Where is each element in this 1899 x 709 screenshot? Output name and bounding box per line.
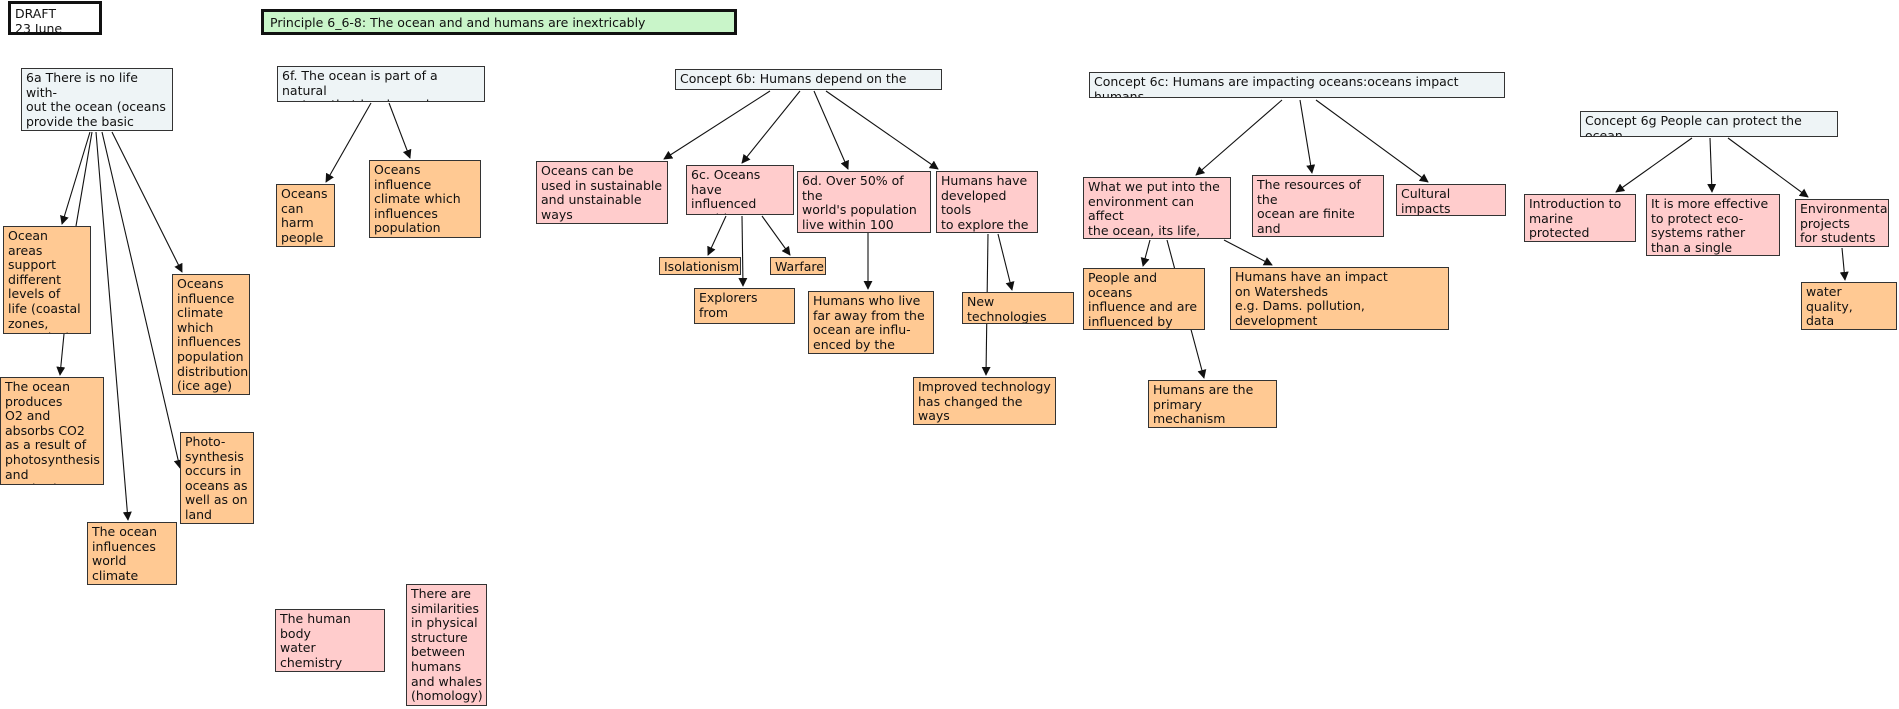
sustainable-use-node: Oceans can be used in sustainable and un… [536, 161, 668, 224]
edge-6g-projects [1727, 137, 1809, 198]
warfare-node: Warfare [770, 257, 826, 275]
concept-6c-node: Concept 6c: Humans are impacting oceans:… [1089, 72, 1505, 98]
ecosystems-node: It is more effective to protect eco- sys… [1646, 194, 1780, 256]
world-climate-node: The ocean influences world climate patte… [87, 522, 177, 585]
edge-ocean-areas-o2 [56, 333, 66, 376]
edge-6a-world-climate [95, 131, 132, 521]
edge-6f-harm [325, 102, 372, 183]
edge-6f-climate-pop [388, 102, 412, 159]
edge-tools-rovs [997, 233, 1015, 291]
edge-6b-tools [825, 90, 939, 170]
edge-6a-climate-ice [111, 131, 183, 273]
tools-node: Humans have developed tools to explore t… [936, 171, 1038, 233]
edge-projects-water [1839, 247, 1849, 281]
edge-history-isolationism [707, 215, 727, 256]
ocean-areas-node: Ocean areas support different levels of … [3, 226, 91, 334]
resources-node: The resources of the ocean are finite an… [1252, 175, 1384, 237]
edge-put-into-watersheds [1223, 239, 1273, 266]
whales-homology-node: There are similarities in physical struc… [406, 584, 487, 706]
rovs-node: New technologies such as ROVs [962, 292, 1074, 324]
concept-6c-history-node: 6c. Oceans have influenced our history [686, 165, 794, 215]
edge-6c-resources [1299, 99, 1316, 174]
edge-put-into-people [1140, 239, 1151, 267]
edge-6a-photosynthesis [101, 131, 183, 469]
concept-6d-node: 6d. Over 50% of the world's population l… [797, 171, 931, 233]
isolationism-node: Isolationism [659, 257, 741, 275]
exotic-species-node: Humans are the primary mechanism for exo… [1148, 380, 1277, 428]
edge-history-explorers [738, 215, 748, 287]
edge-6c-put-into [1195, 99, 1283, 176]
edge-history-warfare [761, 215, 791, 256]
climate-ice-age-node: Oceans influence climate which influence… [172, 274, 250, 395]
edge-6b-history [741, 90, 801, 164]
edge-6a-ocean-areas [60, 131, 91, 225]
draft-label: DRAFT 23 June 2006 [8, 1, 102, 35]
concept-6g-node: Concept 6g People can protect the ocean [1580, 111, 1838, 137]
principle-title: Principle 6_6-8: The ocean and and human… [261, 9, 737, 35]
people-climate-node: People and oceans influence and are infl… [1083, 268, 1205, 330]
edge-6g-ecosystems [1707, 137, 1717, 193]
climate-population-node: Oceans influence climate which influence… [369, 160, 481, 238]
concept-6a-node: 6a There is no life with- out the ocean … [21, 68, 173, 131]
edge-6a-extra [75, 131, 93, 227]
edge-6b-6d [813, 90, 849, 170]
oceans-harm-node: Oceans can harm people [276, 184, 335, 247]
concept-6f-node: 6f. The ocean is part of a natural syste… [277, 66, 485, 102]
watersheds-node: Humans have an impact on Watersheds e.g.… [1230, 267, 1449, 330]
environmental-projects-node: Environmental projects for students [1795, 199, 1889, 247]
photosynthesis-node: Photo- synthesis occurs in oceans as wel… [180, 432, 254, 524]
cultural-impacts-node: Cultural impacts on ocean [1396, 184, 1506, 216]
explorers-node: Explorers from many countries [694, 288, 795, 324]
improved-technology-node: Improved technology has changed the ways… [913, 377, 1056, 425]
ocean-o2-node: The ocean produces O2 and absorbs CO2 as… [0, 377, 104, 485]
far-away-node: Humans who live far away from the ocean … [808, 291, 934, 354]
edge-6b-sustainable [663, 90, 771, 160]
water-quality-node: water quality, data collection monitorin… [1801, 282, 1897, 330]
put-into-environment-node: What we put into the environment can aff… [1083, 177, 1231, 239]
concept-6b-node: Concept 6b: Humans depend on the ocean [675, 69, 942, 90]
edge-6c-cultural [1315, 99, 1429, 183]
marine-protected-areas-node: Introduction to marine protected areas [1524, 194, 1636, 242]
edge-6g-mpa [1615, 137, 1693, 193]
body-water-node: The human body water chemistry is much l… [275, 609, 385, 672]
